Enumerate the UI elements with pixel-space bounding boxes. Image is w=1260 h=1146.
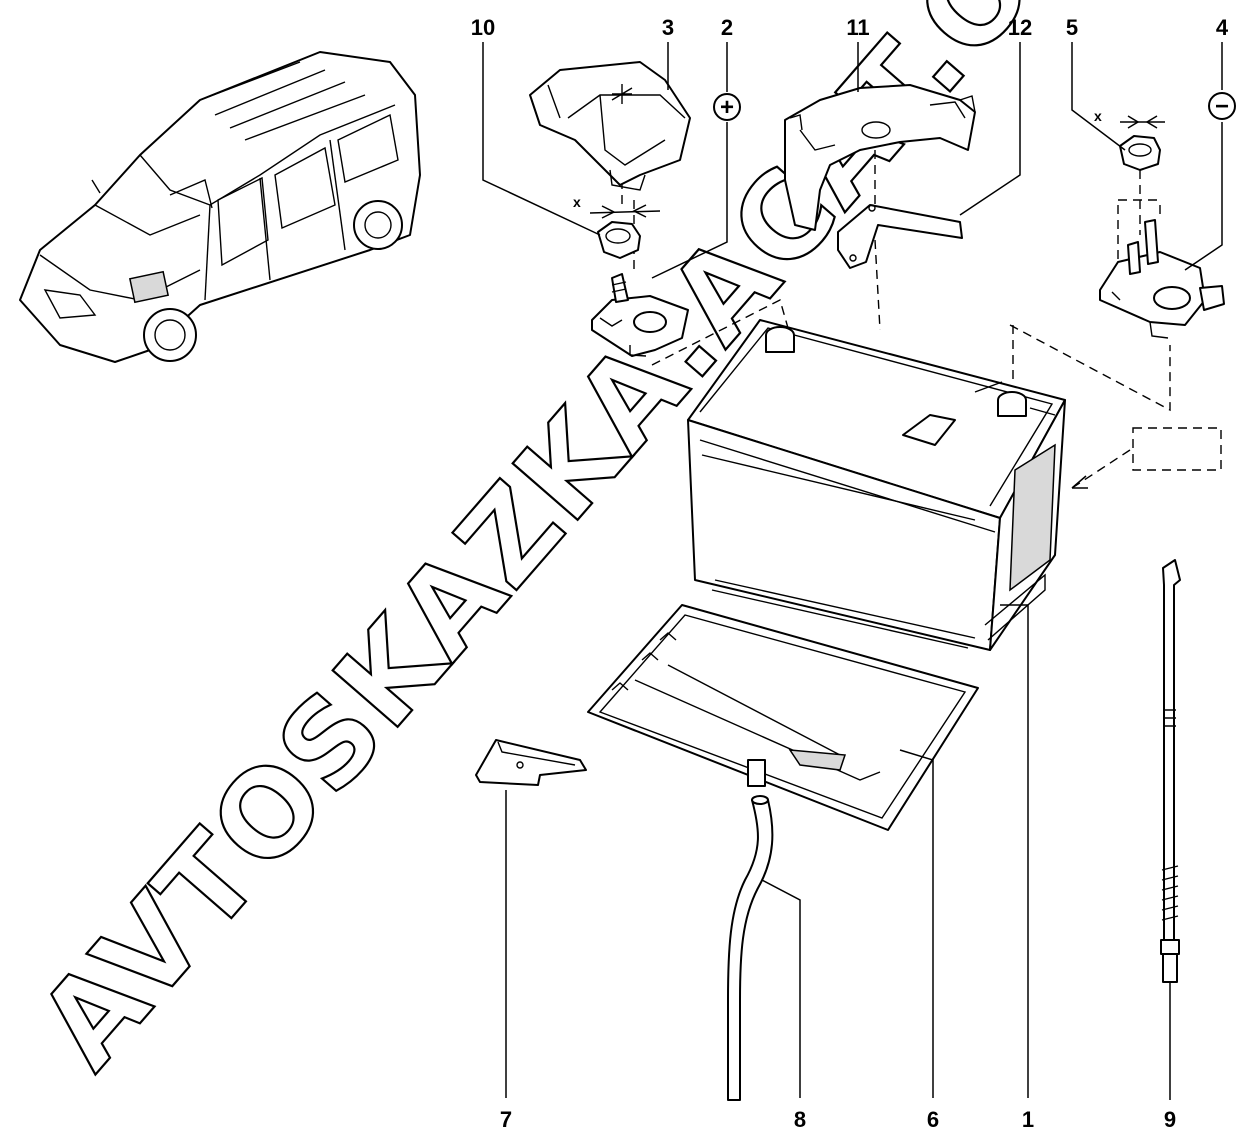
positive-sign: + <box>720 94 734 121</box>
callout-8: 8 <box>794 1107 806 1132</box>
vehicle-illustration <box>19 51 421 363</box>
drain-hose <box>727 795 774 1101</box>
positive-terminal-clamp <box>591 273 689 357</box>
callout-9: 9 <box>1164 1107 1176 1132</box>
battery-tray <box>587 604 979 831</box>
hold-down-clamp <box>837 204 963 269</box>
negative-terminal-nut: x <box>1094 108 1165 171</box>
dimension-x-label-right: x <box>1094 108 1102 124</box>
callout-3: 3 <box>662 15 674 40</box>
callout-7: 7 <box>500 1107 512 1132</box>
vent-tube <box>1160 559 1181 1100</box>
positive-polarity-symbol: + <box>713 93 741 121</box>
callout-10: 10 <box>471 15 495 40</box>
battery-bracket <box>784 84 976 231</box>
callout-5: 5 <box>1066 15 1078 40</box>
negative-polarity-symbol: − <box>1208 92 1236 120</box>
callout-2: 2 <box>721 15 733 40</box>
callout-6: 6 <box>927 1107 939 1132</box>
dimension-x-label-left: x <box>573 194 581 210</box>
callout-4: 4 <box>1216 15 1229 40</box>
callout-1: 1 <box>1022 1107 1034 1132</box>
terminal-cover <box>529 61 691 191</box>
negative-sign: − <box>1215 93 1229 120</box>
negative-terminal-clamp <box>1099 219 1225 339</box>
leader-lines <box>482 42 1223 1098</box>
battery <box>687 319 1066 651</box>
callout-11: 11 <box>846 15 869 40</box>
mounting-bracket <box>475 739 587 786</box>
positive-terminal-nut: x <box>573 194 661 259</box>
callout-12: 12 <box>1008 15 1032 40</box>
callout-labels: 10 3 2 11 12 5 4 7 8 6 1 9 <box>471 15 1229 1132</box>
